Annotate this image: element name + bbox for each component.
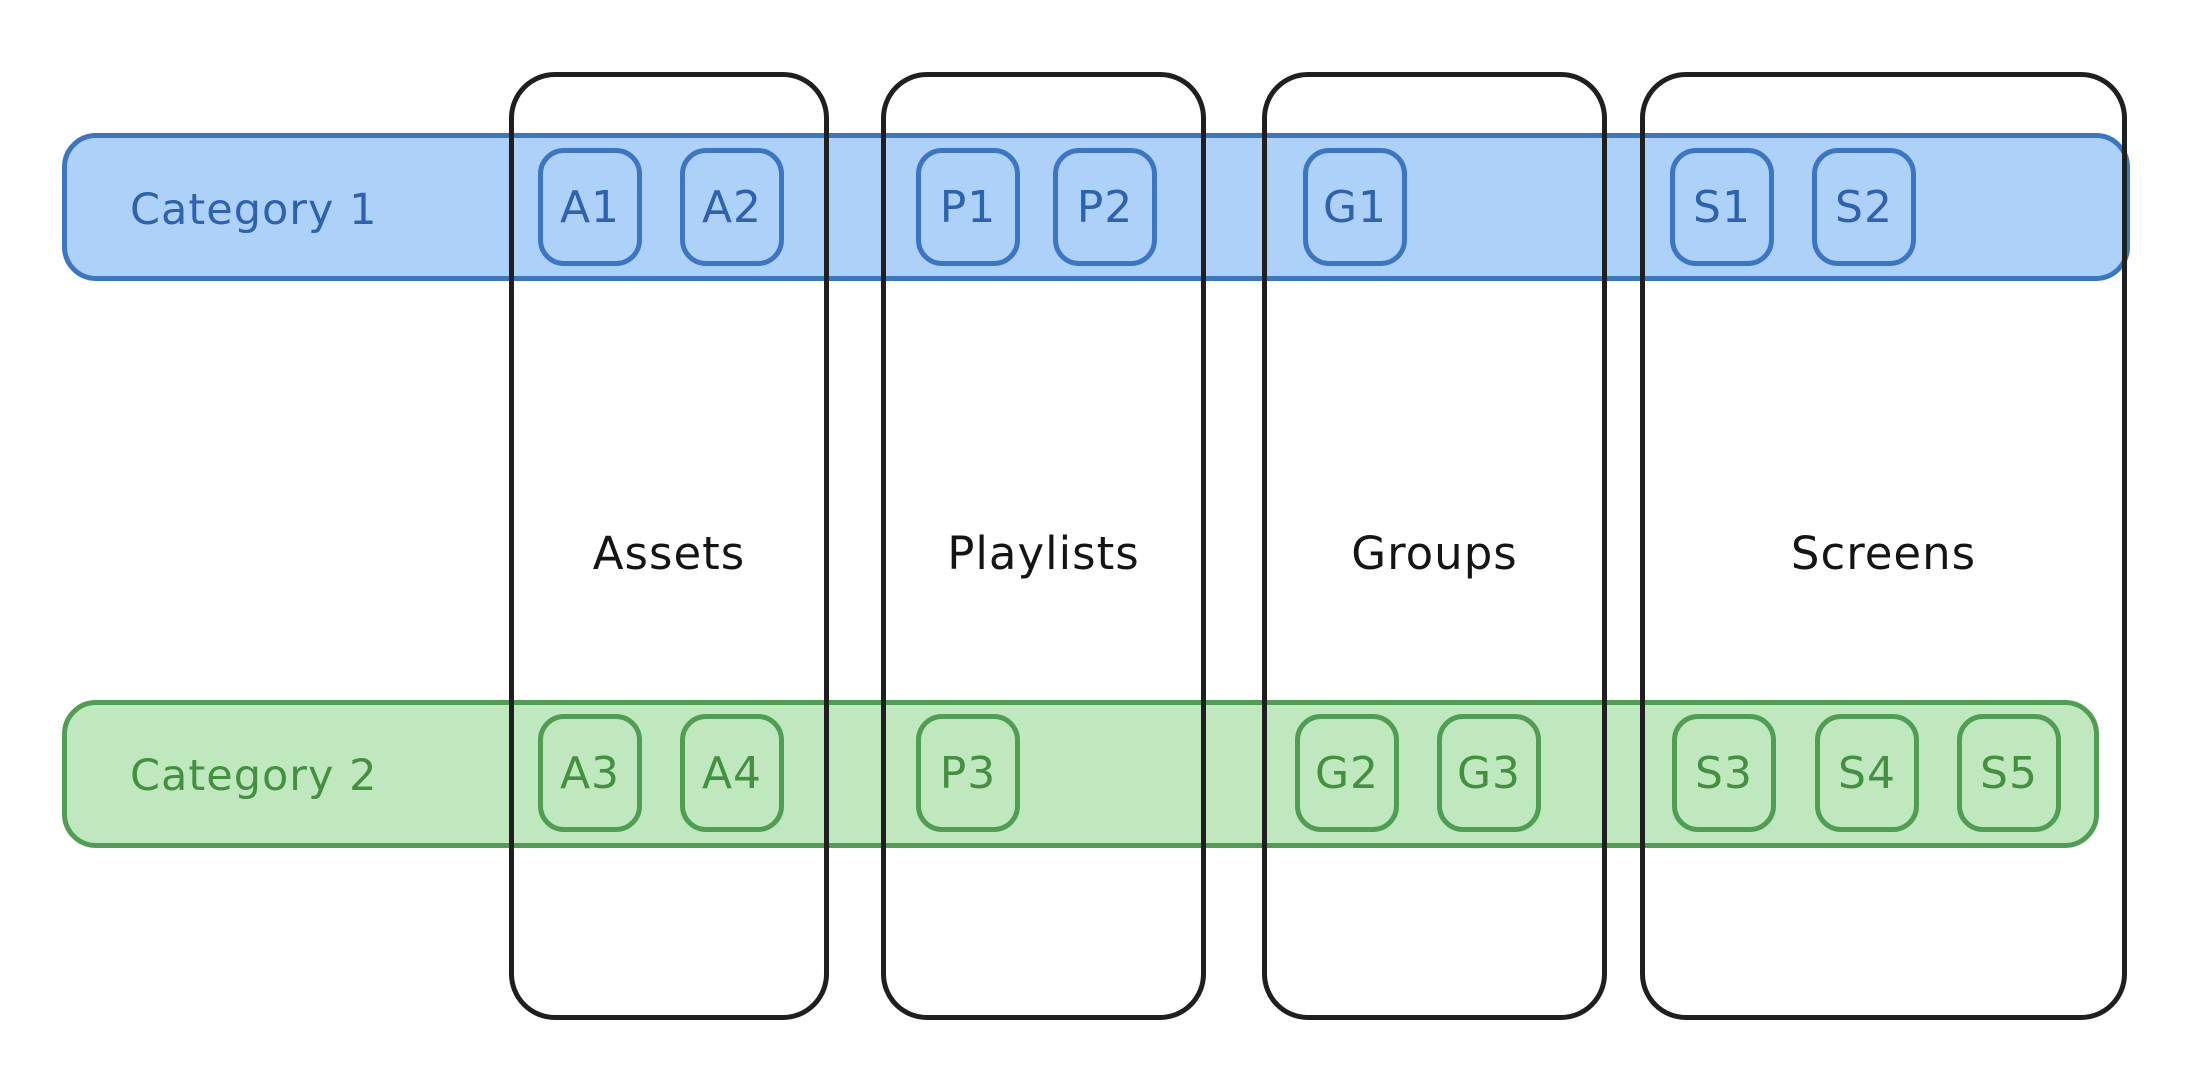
category-band-1[interactable] [62,133,2130,281]
item-chip-p2[interactable]: P2 [1053,148,1157,266]
item-chip-a1[interactable]: A1 [538,148,642,266]
item-chip-s2[interactable]: S2 [1812,148,1916,266]
column-assets[interactable] [509,72,829,1020]
item-chip-s1[interactable]: S1 [1670,148,1774,266]
item-chip-a2[interactable]: A2 [680,148,784,266]
item-chip-p1[interactable]: P1 [916,148,1020,266]
item-chip-p3[interactable]: P3 [916,714,1020,832]
item-chip-g3[interactable]: G3 [1437,714,1541,832]
column-playlists[interactable] [881,72,1206,1020]
item-chip-a4[interactable]: A4 [680,714,784,832]
item-chip-s4[interactable]: S4 [1815,714,1919,832]
item-chip-g2[interactable]: G2 [1295,714,1399,832]
column-groups[interactable] [1262,72,1607,1020]
item-chip-a3[interactable]: A3 [538,714,642,832]
item-chip-s3[interactable]: S3 [1672,714,1776,832]
item-chip-s5[interactable]: S5 [1957,714,2061,832]
column-screens[interactable] [1640,72,2127,1020]
item-chip-g1[interactable]: G1 [1303,148,1407,266]
